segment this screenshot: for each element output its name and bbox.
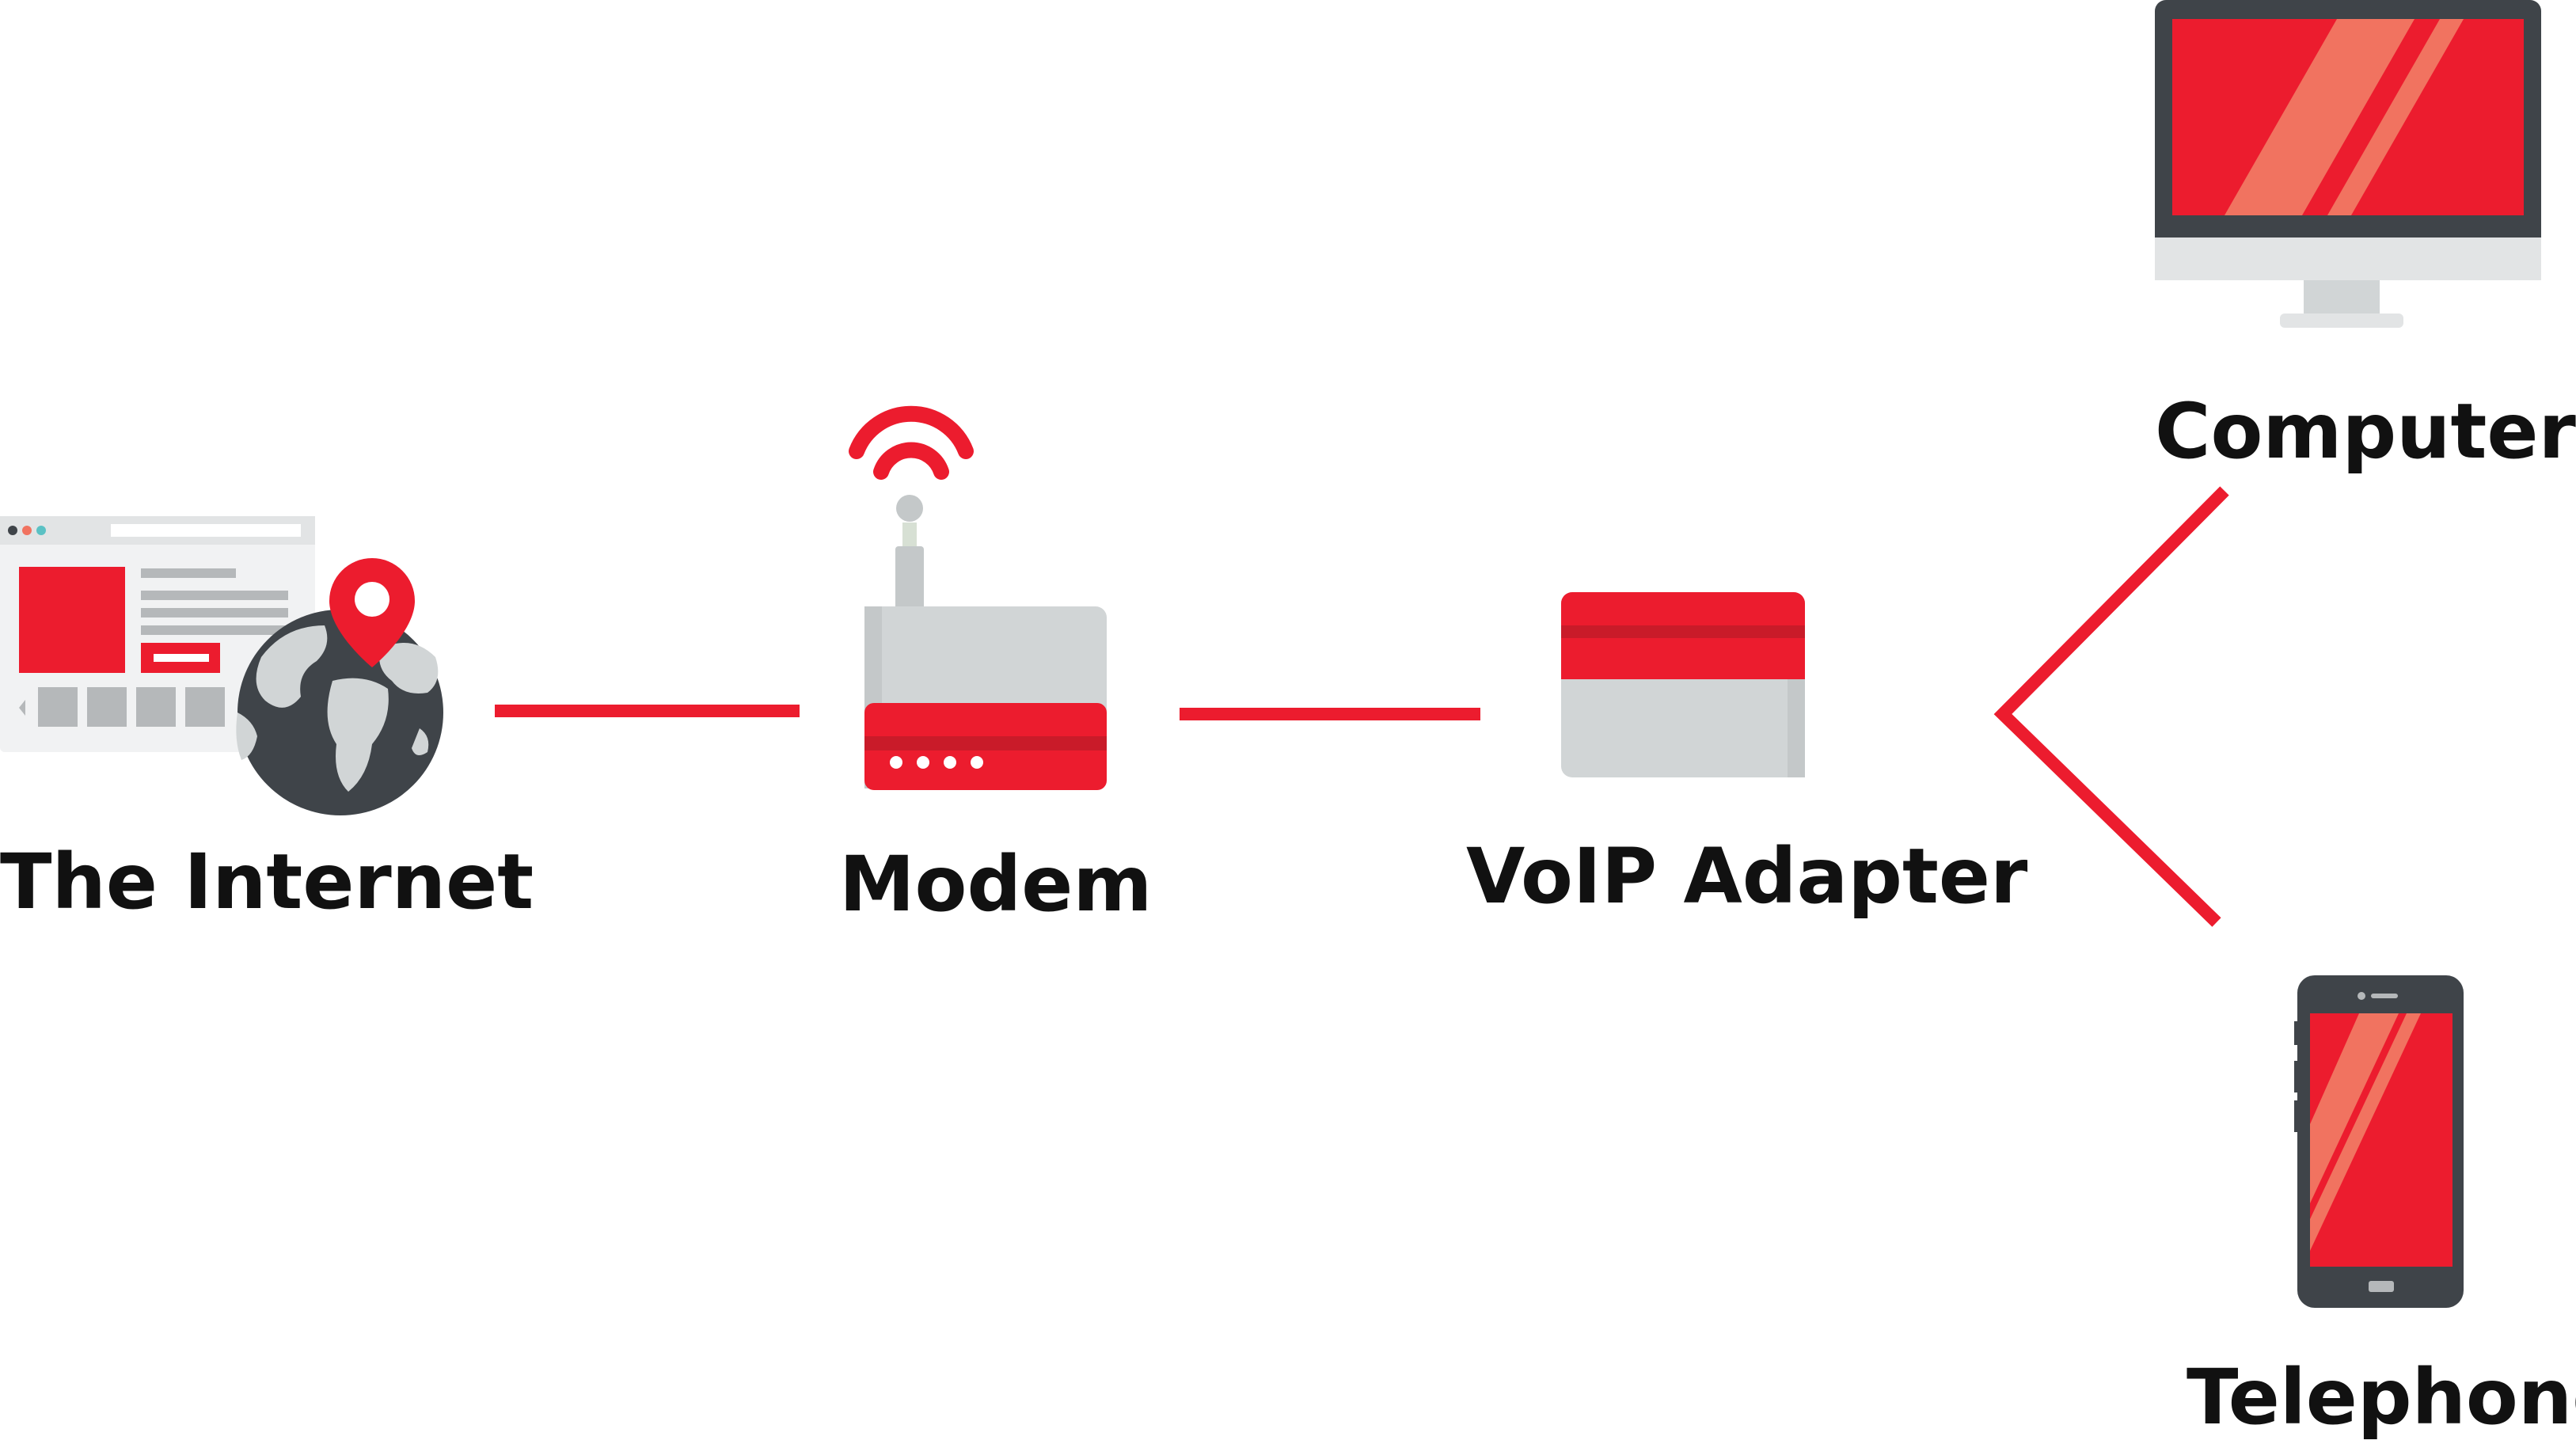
voip-adapter-icon <box>1561 592 1805 777</box>
connector-voip-split <box>1993 486 2229 927</box>
voip-label: VoIP Adapter <box>1466 832 2028 921</box>
internet-label: The Internet <box>0 838 534 926</box>
smartphone-icon <box>2294 975 2464 1308</box>
modem-label: Modem <box>839 840 1152 929</box>
connectors <box>495 486 2229 927</box>
telephone-label: Telephone <box>2187 1353 2576 1442</box>
computer-label: Computer <box>2155 387 2576 476</box>
desktop-monitor-icon <box>2155 0 2541 328</box>
wifi-modem-icon <box>849 405 1107 790</box>
globe-browser-icon <box>0 516 443 815</box>
